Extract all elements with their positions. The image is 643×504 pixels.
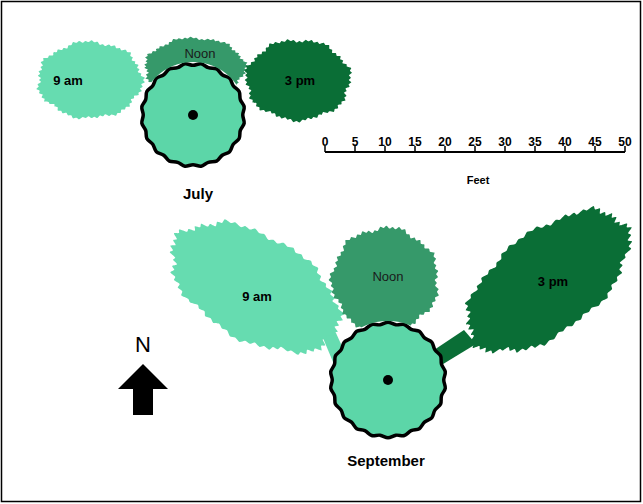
shadow-region: Noon xyxy=(324,220,446,340)
shadow-shape xyxy=(163,215,347,360)
month-label: September xyxy=(347,452,425,469)
scale-number: 30 xyxy=(498,135,511,149)
north-label: N xyxy=(135,332,151,358)
label-holder: September xyxy=(347,452,425,470)
shadow-region: 3 pm xyxy=(238,32,358,128)
scale-unit: Feet xyxy=(467,174,490,186)
scale-number: 15 xyxy=(408,135,421,149)
label-holder: Feet xyxy=(467,170,490,188)
label-holder: N xyxy=(135,332,151,358)
shadow-time-label: Noon xyxy=(372,269,403,284)
label-holder: 30 xyxy=(498,132,511,150)
label-holder: July xyxy=(183,185,213,203)
shadow-shape xyxy=(137,30,253,106)
tree-trunk xyxy=(383,375,393,385)
scale-number: 10 xyxy=(378,135,391,149)
shadow-time-label: 9 am xyxy=(242,289,272,304)
month-label: July xyxy=(183,185,213,202)
north-arrow xyxy=(118,364,168,415)
label-holder: 10 xyxy=(378,132,391,150)
tree-crown xyxy=(331,322,446,438)
shadow-region: 9 am xyxy=(163,215,347,360)
shadow-region: 9 am xyxy=(30,34,150,126)
scale-number: 25 xyxy=(468,135,481,149)
shadow-time-label: Noon xyxy=(184,46,215,61)
shadow-time-label: 9 am xyxy=(53,73,83,88)
shadow-blob xyxy=(329,226,439,334)
scale-number: 0 xyxy=(322,135,329,149)
label-holder: 5 xyxy=(352,132,359,150)
label-holder: 15 xyxy=(408,132,421,150)
label-holder: 0 xyxy=(322,132,329,150)
shadow-blob xyxy=(36,40,144,119)
label-holder: 35 xyxy=(528,132,541,150)
scale-number: 40 xyxy=(558,135,571,149)
shadow-region: 3 pm xyxy=(459,203,637,360)
scale-number: 35 xyxy=(528,135,541,149)
label-holder: 50 xyxy=(618,132,631,150)
scale-number: 5 xyxy=(352,135,359,149)
tree-crown xyxy=(142,64,244,166)
shadow-region: Noon xyxy=(137,30,253,106)
scale-number: 20 xyxy=(438,135,451,149)
label-holder: 45 xyxy=(588,132,601,150)
shadow-blob xyxy=(244,39,352,122)
scale-number: 45 xyxy=(588,135,601,149)
label-holder: 25 xyxy=(468,132,481,150)
shadow-blob xyxy=(170,219,344,354)
shadow-shape xyxy=(30,34,150,126)
shadow-blob xyxy=(144,37,247,100)
label-holder: 20 xyxy=(438,132,451,150)
scale-number: 50 xyxy=(618,135,631,149)
label-holder: 40 xyxy=(558,132,571,150)
shadow-time-label: 3 pm xyxy=(285,73,315,88)
tree-trunk xyxy=(188,110,198,120)
shadow-time-label: 3 pm xyxy=(538,274,568,289)
shadow-blob xyxy=(465,206,632,353)
